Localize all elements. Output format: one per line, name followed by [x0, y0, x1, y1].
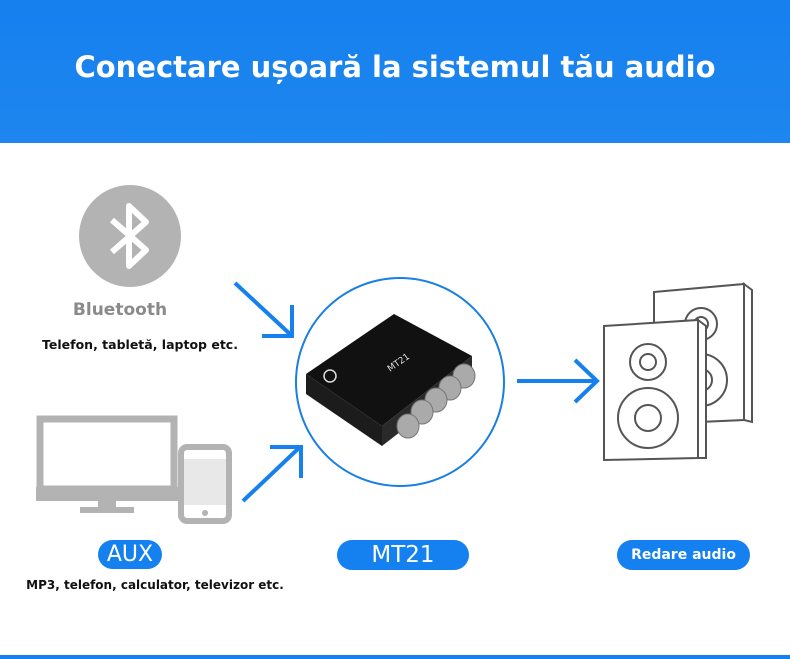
bluetooth-label: Bluetooth: [72, 300, 168, 320]
arrow-bluetooth-icon: [233, 281, 294, 338]
product-image: MT21: [295, 277, 505, 487]
speakers-icon: [603, 282, 753, 462]
page-title: Conectare ușoară la sistemul tău audio: [74, 50, 716, 84]
monitor-phone-icon: [36, 415, 232, 524]
arrow-aux-icon: [241, 445, 303, 503]
product-badge: MT21: [337, 540, 469, 570]
output-badge: Redare audio: [617, 540, 750, 570]
bottom-divider: [0, 655, 790, 659]
bluetooth-devices: Telefon, tabletă, laptop etc.: [42, 337, 238, 352]
aux-badge: AUX: [98, 540, 162, 569]
aux-devices: MP3, telefon, calculator, televizor etc.: [26, 578, 284, 592]
arrow-output-icon: [517, 358, 600, 404]
bluetooth-icon: [79, 185, 181, 287]
header-banner: [0, 0, 790, 143]
